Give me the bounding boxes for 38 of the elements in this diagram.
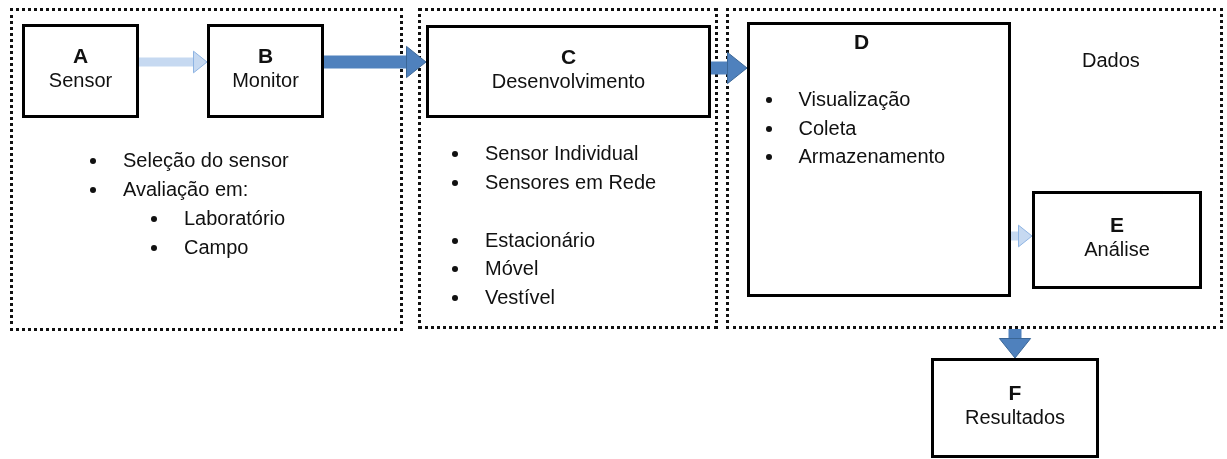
box-title: Resultados xyxy=(964,405,1066,429)
box-title: Sensor xyxy=(48,68,113,92)
bullet-item: Sensores em Rede xyxy=(485,170,657,194)
process-box xyxy=(426,25,711,118)
group-title: Dados xyxy=(1082,48,1140,72)
block-arrow xyxy=(324,45,427,79)
bullet-item: Avaliação em: xyxy=(123,177,249,201)
box-letter: B xyxy=(257,44,274,68)
process-box xyxy=(207,24,324,118)
box-title: Monitor xyxy=(232,68,299,92)
dotted-group-frame xyxy=(726,8,1223,329)
box-letter: E xyxy=(1110,213,1124,237)
process-box xyxy=(22,24,139,118)
bullet-item: Seleção do sensor xyxy=(123,148,289,172)
process-box xyxy=(931,358,1099,458)
small-block-arrow xyxy=(139,50,208,74)
bullet-item: Móvel xyxy=(485,256,539,280)
dotted-group-frame xyxy=(10,8,403,331)
block-arrow xyxy=(998,329,1032,359)
box-letter: D xyxy=(853,29,870,54)
box-title: Análise xyxy=(1084,237,1150,261)
bullet-item: Estacionário xyxy=(485,228,596,252)
bullet-item: Visualização xyxy=(798,86,911,111)
small-block-arrow xyxy=(1011,224,1033,248)
bullet-item: Coleta xyxy=(798,115,857,140)
process-box xyxy=(1032,191,1202,289)
bullet-item: Vestível xyxy=(485,285,556,309)
bullet-item: Campo xyxy=(184,235,249,259)
box-letter: C xyxy=(560,44,577,69)
bullet-item: Armazenamento xyxy=(798,143,946,168)
box-letter: F xyxy=(1008,381,1022,405)
bullet-item: Sensor Individual xyxy=(485,141,639,165)
block-arrow xyxy=(711,51,748,85)
box-title: Desenvolvimento xyxy=(491,68,646,93)
bullet-item: Laboratório xyxy=(184,206,286,230)
dotted-group-frame xyxy=(418,8,718,329)
process-box xyxy=(747,22,1011,297)
box-letter: A xyxy=(72,44,89,68)
